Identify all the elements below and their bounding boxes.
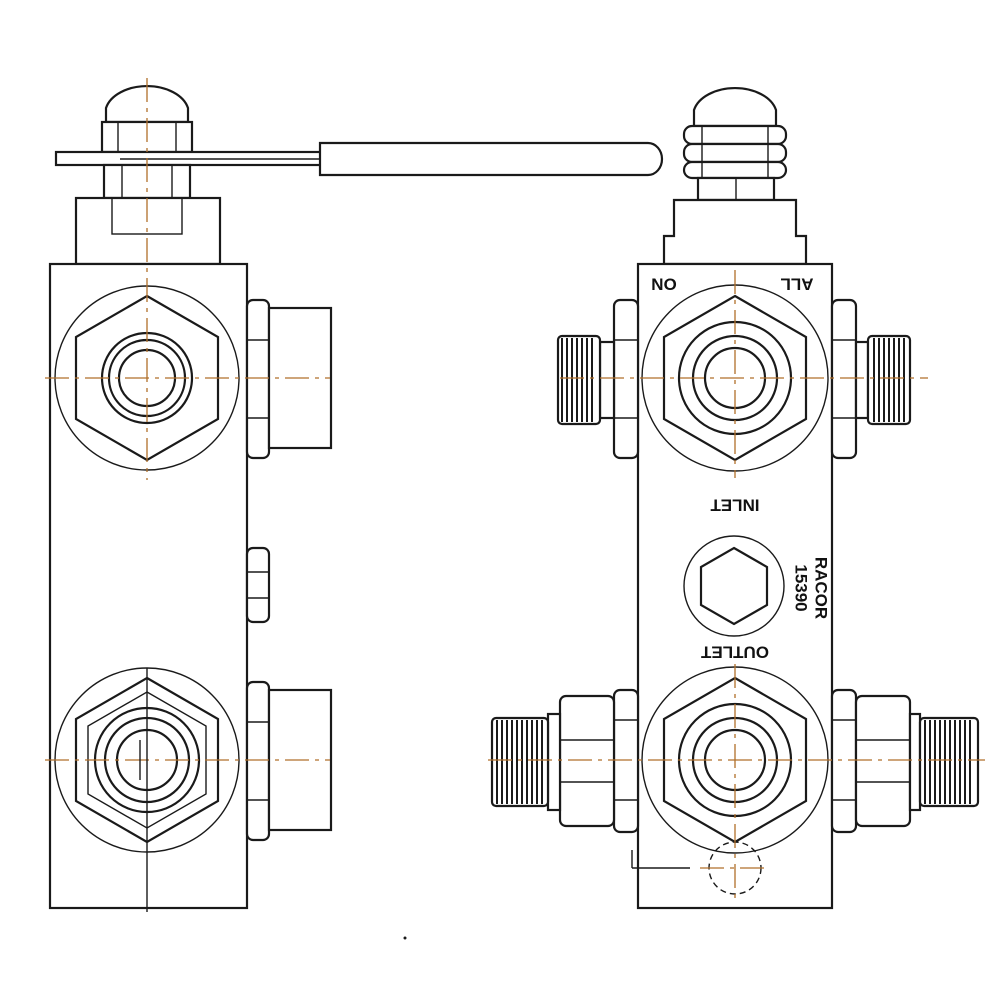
side-lower-fitting [245, 680, 333, 842]
front-nut [682, 124, 788, 180]
front-view: ON ALL INLET OUTLET RACOR 15390 [488, 86, 985, 910]
label-part-number: 15390 [792, 564, 811, 611]
front-lower-left-fitting [490, 688, 640, 834]
front-bonnet [662, 198, 808, 266]
side-upper-fitting [245, 298, 333, 460]
label-on: ON [651, 275, 677, 294]
side-view [45, 78, 664, 912]
front-drain-plug [683, 535, 785, 637]
side-middle-plug [245, 546, 271, 624]
front-lower-right-fitting [830, 688, 980, 834]
upper-right-threads [873, 338, 905, 422]
lower-right-threads [924, 720, 971, 804]
label-outlet: OUTLET [700, 643, 769, 662]
label-brand: RACOR [812, 557, 831, 619]
side-dome-cap [104, 84, 190, 124]
side-lever [54, 141, 664, 177]
label-all: ALL [780, 275, 813, 294]
front-upper-left-fitting [556, 298, 640, 460]
side-bonnet [74, 196, 222, 266]
side-valve-body [48, 262, 249, 910]
front-upper-right-fitting [830, 298, 912, 460]
stray-mark [403, 936, 407, 940]
upper-left-threads [561, 338, 593, 422]
front-dome-cap [692, 86, 778, 128]
label-inlet: INLET [710, 496, 760, 515]
lower-left-threads [496, 720, 543, 804]
